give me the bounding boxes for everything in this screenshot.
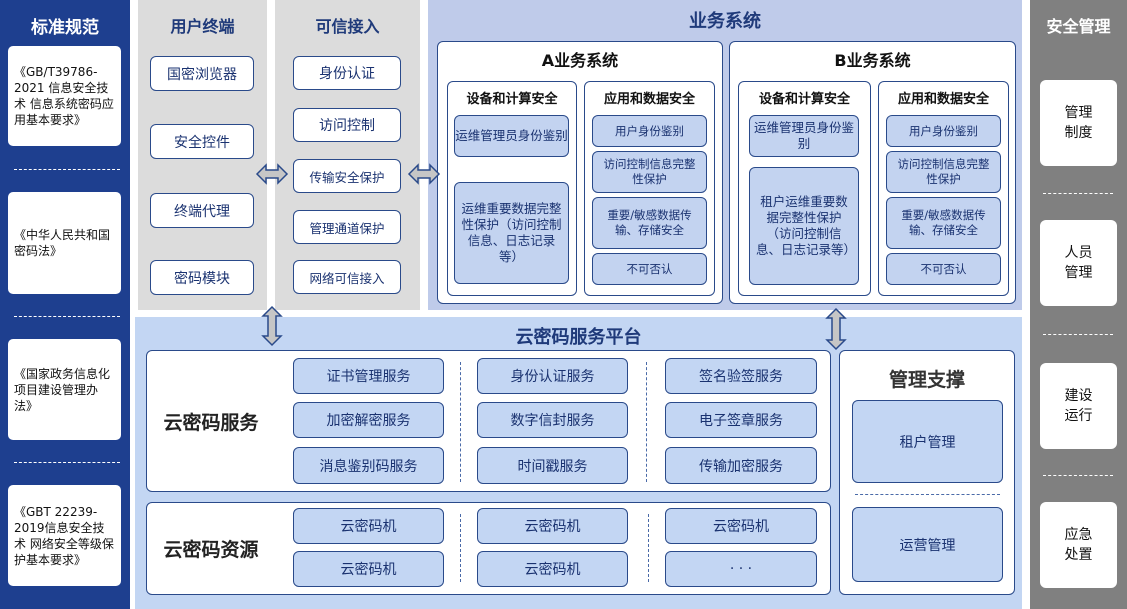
- terminal-item-crypto-module[interactable]: 密码模块: [150, 260, 254, 295]
- terminal-item-agent[interactable]: 终端代理: [150, 193, 254, 228]
- user-terminal-title: 用户终端: [170, 17, 235, 36]
- column-divider: [648, 514, 649, 582]
- system-a-device-item[interactable]: 运维管理员身份鉴别: [454, 115, 569, 157]
- column-divider: [646, 362, 647, 482]
- double-arrow-vertical-icon: [825, 307, 847, 351]
- mgmt-support-title: 管理支撑: [888, 368, 965, 391]
- service-button[interactable]: 消息鉴别码服务: [293, 447, 444, 484]
- divider: [1043, 334, 1113, 335]
- divider: [855, 494, 1000, 495]
- divider: [14, 316, 120, 317]
- system-b-app-item[interactable]: 用户身份鉴别: [886, 115, 1001, 147]
- system-a-app-item[interactable]: 不可否认: [592, 253, 707, 285]
- divider: [14, 462, 120, 463]
- double-arrow-horizontal-icon: [255, 163, 289, 185]
- service-button[interactable]: 证书管理服务: [293, 358, 444, 394]
- divider: [1043, 475, 1113, 476]
- crypto-machine[interactable]: 云密码机: [293, 508, 444, 544]
- crypto-machine[interactable]: 云密码机: [665, 508, 817, 544]
- standard-card[interactable]: 《中华人民共和国密码法》: [8, 192, 121, 294]
- system-a-app-item[interactable]: 用户身份鉴别: [592, 115, 707, 147]
- access-item-transport[interactable]: 传输安全保护: [293, 159, 401, 193]
- system-b-device-item[interactable]: 运维管理员身份鉴别: [749, 115, 859, 157]
- divider: [1043, 193, 1113, 194]
- column-divider: [460, 362, 461, 482]
- divider: [14, 169, 120, 170]
- security-mgmt-title: 安全管理: [1046, 17, 1111, 36]
- mgmt-card[interactable]: 人员管理: [1040, 220, 1117, 306]
- system-b-app-item[interactable]: 访问控制信息完整性保护: [886, 151, 1001, 193]
- terminal-item-browser[interactable]: 国密浏览器: [150, 56, 254, 91]
- system-b-app-item[interactable]: 不可否认: [886, 253, 1001, 285]
- column-divider: [460, 514, 461, 582]
- system-a-app-item[interactable]: 访问控制信息完整性保护: [592, 151, 707, 193]
- business-system-title: 业务系统: [689, 11, 761, 32]
- double-arrow-horizontal-icon: [407, 163, 441, 185]
- service-button[interactable]: 传输加密服务: [665, 447, 817, 484]
- access-item-network[interactable]: 网络可信接入: [293, 260, 401, 294]
- service-button[interactable]: 身份认证服务: [477, 358, 628, 394]
- access-item-access-control[interactable]: 访问控制: [293, 108, 401, 142]
- system-a-app-title: 应用和数据安全: [603, 91, 695, 107]
- system-a-device-item[interactable]: 运维重要数据完整性保护（访问控制信息、日志记录等）: [454, 182, 569, 284]
- cloud-services-label: 云密码服务: [163, 411, 259, 434]
- system-a-device-title: 设备和计算安全: [466, 91, 558, 107]
- standards-title: 标准规范: [31, 17, 99, 38]
- system-a-title: A业务系统: [541, 51, 619, 70]
- service-button[interactable]: 电子签章服务: [665, 402, 817, 438]
- trusted-access-title: 可信接入: [315, 17, 380, 36]
- system-b-device-item[interactable]: 租户运维重要数据完整性保护（访问控制信息、日志记录等）: [749, 167, 859, 285]
- more-machines[interactable]: · · ·: [665, 551, 817, 587]
- standard-card[interactable]: 《GB/T39786-2021 信息安全技术 信息系统密码应用基本要求》: [8, 46, 121, 146]
- crypto-machine[interactable]: 云密码机: [293, 551, 444, 587]
- system-b-app-title: 应用和数据安全: [897, 91, 989, 107]
- crypto-machine[interactable]: 云密码机: [477, 508, 628, 544]
- mgmt-card[interactable]: 应急处置: [1040, 502, 1117, 588]
- system-b-title: B业务系统: [834, 51, 911, 70]
- cloud-platform-title: 云密码服务平台: [515, 327, 642, 348]
- service-button[interactable]: 加密解密服务: [293, 402, 444, 438]
- access-item-auth[interactable]: 身份认证: [293, 56, 401, 90]
- trusted-access-panel: [275, 0, 420, 310]
- service-button[interactable]: 签名验签服务: [665, 358, 817, 394]
- standard-card[interactable]: 《GBT 22239-2019信息安全技术 网络安全等级保护基本要求》: [8, 485, 121, 586]
- standard-card[interactable]: 《国家政务信息化项目建设管理办法》: [8, 339, 121, 440]
- ops-mgmt-button[interactable]: 运营管理: [852, 507, 1003, 582]
- system-b-device-title: 设备和计算安全: [758, 91, 850, 107]
- service-button[interactable]: 数字信封服务: [477, 402, 628, 438]
- system-a-app-item[interactable]: 重要/敏感数据传输、存储安全: [592, 197, 707, 249]
- system-b-app-item[interactable]: 重要/敏感数据传输、存储安全: [886, 197, 1001, 249]
- terminal-item-control[interactable]: 安全控件: [150, 124, 254, 159]
- access-item-mgmt-channel[interactable]: 管理通道保护: [293, 210, 401, 244]
- service-button[interactable]: 时间戳服务: [477, 447, 628, 484]
- crypto-machine[interactable]: 云密码机: [477, 551, 628, 587]
- mgmt-card[interactable]: 管理制度: [1040, 80, 1117, 166]
- cloud-resources-label: 云密码资源: [163, 539, 259, 561]
- tenant-mgmt-button[interactable]: 租户管理: [852, 400, 1003, 483]
- mgmt-card[interactable]: 建设运行: [1040, 363, 1117, 449]
- double-arrow-vertical-icon: [261, 305, 283, 347]
